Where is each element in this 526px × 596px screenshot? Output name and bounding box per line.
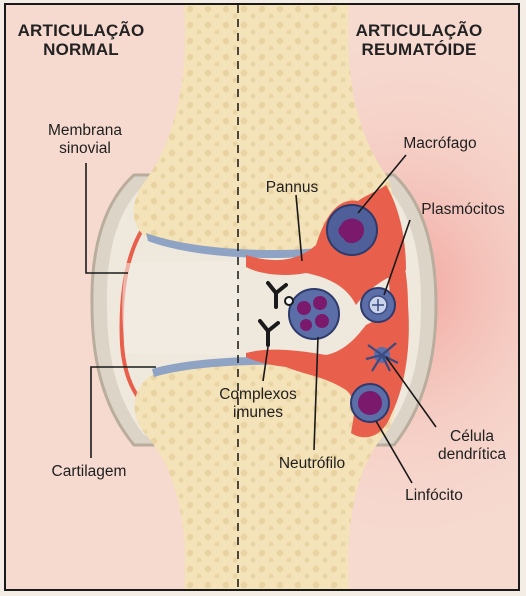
title-normal: ARTICULAÇÃO NORMAL: [6, 21, 156, 59]
label-complexos-line2: imunes: [202, 404, 314, 422]
label-celula-line2: dendrítica: [422, 446, 520, 464]
label-plasmocitos: Plasmócitos: [408, 201, 518, 219]
joint-space: [122, 261, 238, 355]
title-normal-line2: NORMAL: [6, 40, 156, 59]
neutrophil-cell: [289, 289, 339, 339]
plasma-cell: [361, 288, 395, 322]
label-complexos-imunes: Complexos imunes: [202, 386, 314, 422]
title-normal-line1: ARTICULAÇÃO: [6, 21, 156, 40]
title-rheumatoid-line1: ARTICULAÇÃO: [334, 21, 504, 40]
label-macrofago: Macrófago: [390, 135, 490, 153]
label-complexos-line1: Complexos: [202, 386, 314, 404]
label-neutrofilo: Neutrófilo: [262, 455, 362, 473]
title-rheumatoid-line2: REUMATÓIDE: [334, 40, 504, 59]
diagram-frame: ARTICULAÇÃO NORMAL ARTICULAÇÃO REUMATÓID…: [4, 3, 520, 591]
label-membrana-sinovial: Membrana sinovial: [30, 122, 140, 158]
label-linfocito: Linfócito: [384, 487, 484, 505]
label-pannus: Pannus: [252, 179, 332, 197]
label-celula-dendritica: Célula dendrítica: [422, 428, 520, 464]
label-cartilagem: Cartilagem: [34, 463, 144, 481]
label-celula-line1: Célula: [422, 428, 520, 446]
label-membrana-line2: sinovial: [30, 140, 140, 158]
macrophage-cell: [327, 205, 377, 255]
title-rheumatoid: ARTICULAÇÃO REUMATÓIDE: [334, 21, 504, 59]
lymphocyte-cell: [351, 384, 389, 422]
label-membrana-line1: Membrana: [30, 122, 140, 140]
